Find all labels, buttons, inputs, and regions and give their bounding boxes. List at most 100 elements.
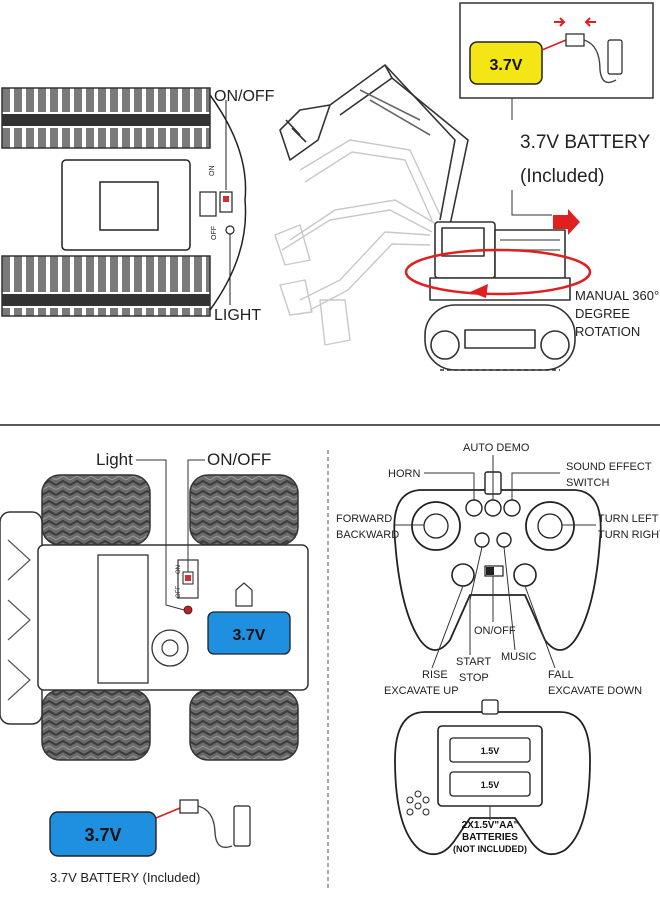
crawler-tracks [424, 304, 576, 371]
stop-label: STOP [459, 672, 489, 684]
battery-insert-arrow [553, 209, 580, 235]
ghost-arm-positions [274, 139, 441, 346]
backward-label: BACKWARD [336, 529, 399, 541]
on-off-label-bottom: ON/OFF [207, 450, 271, 469]
on-off-label-controller: ON/OFF [474, 625, 516, 637]
turn-left-label: TURN LEFT [598, 513, 659, 525]
yellow-battery-label: 3.7V [490, 57, 523, 74]
light-leader-bottom [136, 459, 185, 611]
light-indicator [225, 225, 235, 235]
light-label-bottom: Light [96, 450, 133, 469]
aa-cell-2 [449, 771, 531, 797]
blue-usb-plug [233, 805, 251, 847]
start-stop-button[interactable] [474, 532, 490, 548]
switch-on-label-bottom: ON [176, 565, 182, 574]
aa-cell-2-label: 1.5V [481, 780, 500, 790]
track-upper [1, 87, 211, 149]
battery-caption: 3.7V BATTERY (Included) [50, 870, 200, 885]
rotation-ring [404, 248, 592, 296]
controller-leaders [395, 455, 596, 669]
switch-knob-bottom [185, 575, 191, 581]
on-off-label: ON/OFF [214, 88, 275, 105]
music-button[interactable] [496, 532, 512, 548]
rise-button[interactable] [451, 563, 475, 587]
blue-battery-connector [179, 799, 199, 814]
start-label: START [456, 656, 491, 668]
inset-leader-to-car [511, 190, 552, 216]
rise-label: RISE [422, 669, 448, 681]
cab-body [429, 221, 571, 301]
aa-cell-1 [449, 737, 531, 763]
speaker-grille-icon [406, 790, 430, 816]
usb-plug [607, 39, 623, 75]
horn-button[interactable] [465, 499, 483, 517]
body-battery-text: 3.7V [233, 627, 266, 644]
rotation-arrowhead [470, 284, 488, 298]
sound-effect-button[interactable] [503, 499, 521, 517]
excavate-down-label: EXCAVATE DOWN [548, 685, 642, 697]
music-label: MUSIC [501, 651, 537, 663]
bottom-left-panel: ON OFF 3.7V Light ON/OFF 3.7V 3.7V BATTE… [0, 450, 309, 885]
excavate-up-label: EXCAVATE UP [384, 685, 459, 697]
battery-title: 3.7V BATTERY [520, 132, 651, 153]
aa-cell-1-label: 1.5V [481, 746, 500, 756]
body-battery-badge [207, 611, 291, 655]
on-off-leader-bottom [187, 459, 205, 572]
switch-on-label: ON [209, 166, 216, 177]
top-panel: ON OFF ON/OFF LIGHT [1, 2, 659, 371]
sound-effect-label-1: SOUND EFFECT [566, 461, 652, 473]
switch-off-label: OFF [211, 226, 218, 240]
batteries-note-1: 2X1.5V"AA" [462, 820, 519, 831]
chassis-panel [97, 554, 149, 684]
rotation-line-1: MANUAL 360° [575, 288, 659, 303]
light-led [183, 605, 193, 615]
light-label: LIGHT [214, 307, 261, 324]
battery-connector [565, 33, 585, 47]
fall-button[interactable] [513, 563, 537, 587]
horn-label: HORN [388, 468, 420, 480]
rotation-line-2: DEGREE [575, 306, 630, 321]
battery-note: (Included) [520, 166, 605, 187]
blue-battery-wire [155, 807, 181, 819]
turn-right-label: TURN RIGHT [598, 529, 660, 541]
switch-housing [199, 191, 217, 217]
cover-window [99, 181, 159, 231]
tire-bottom-right [189, 689, 299, 761]
rotation-line-3: ROTATION [575, 324, 640, 339]
tire-bottom-left [41, 689, 151, 761]
switch-knob [223, 196, 229, 202]
front-bumper [0, 511, 43, 725]
forward-label: FORWARD [336, 513, 392, 525]
turntable-hub [161, 639, 179, 657]
right-joystick-cap [537, 513, 563, 539]
batteries-note-2: BATTERIES [462, 832, 518, 843]
left-joystick-cap [423, 513, 449, 539]
back-antenna-stub [481, 699, 499, 715]
battery-inset: 3.7V [459, 2, 654, 216]
blue-battery-pack [49, 811, 157, 857]
switch-off-label-bottom: OFF [176, 586, 182, 598]
tire-top-left [41, 474, 151, 546]
yellow-battery-pack [469, 41, 543, 85]
auto-demo-button[interactable] [484, 499, 502, 517]
bumper-grille [7, 539, 31, 701]
controller-back: 1.5V 1.5V 2X1.5V"AA" BATTERIES (NOT INCL… [394, 699, 591, 856]
battery-red-wire [541, 39, 567, 51]
usb-cable [583, 39, 617, 84]
insert-arrow-right [554, 17, 566, 27]
sound-effect-label-2: SWITCH [566, 477, 609, 489]
tracked-base-top-view: ON OFF ON/OFF LIGHT [1, 87, 275, 324]
controller-switch-knob [486, 567, 494, 575]
blue-battery-label: 3.7V [84, 825, 121, 845]
auto-demo-label: AUTO DEMO [463, 442, 530, 454]
insert-arrow-left [584, 17, 596, 27]
controller-front: AUTO DEMO HORN SOUND EFFECT SWITCH FORWA… [336, 442, 660, 697]
boom-arm [279, 64, 469, 226]
tire-top-right [189, 474, 299, 546]
batteries-note-3: (NOT INCLUDED) [453, 844, 527, 854]
blue-usb-cable [197, 805, 233, 849]
fall-label: FALL [548, 669, 574, 681]
track-lower [1, 255, 211, 317]
screw-tab [235, 582, 253, 607]
